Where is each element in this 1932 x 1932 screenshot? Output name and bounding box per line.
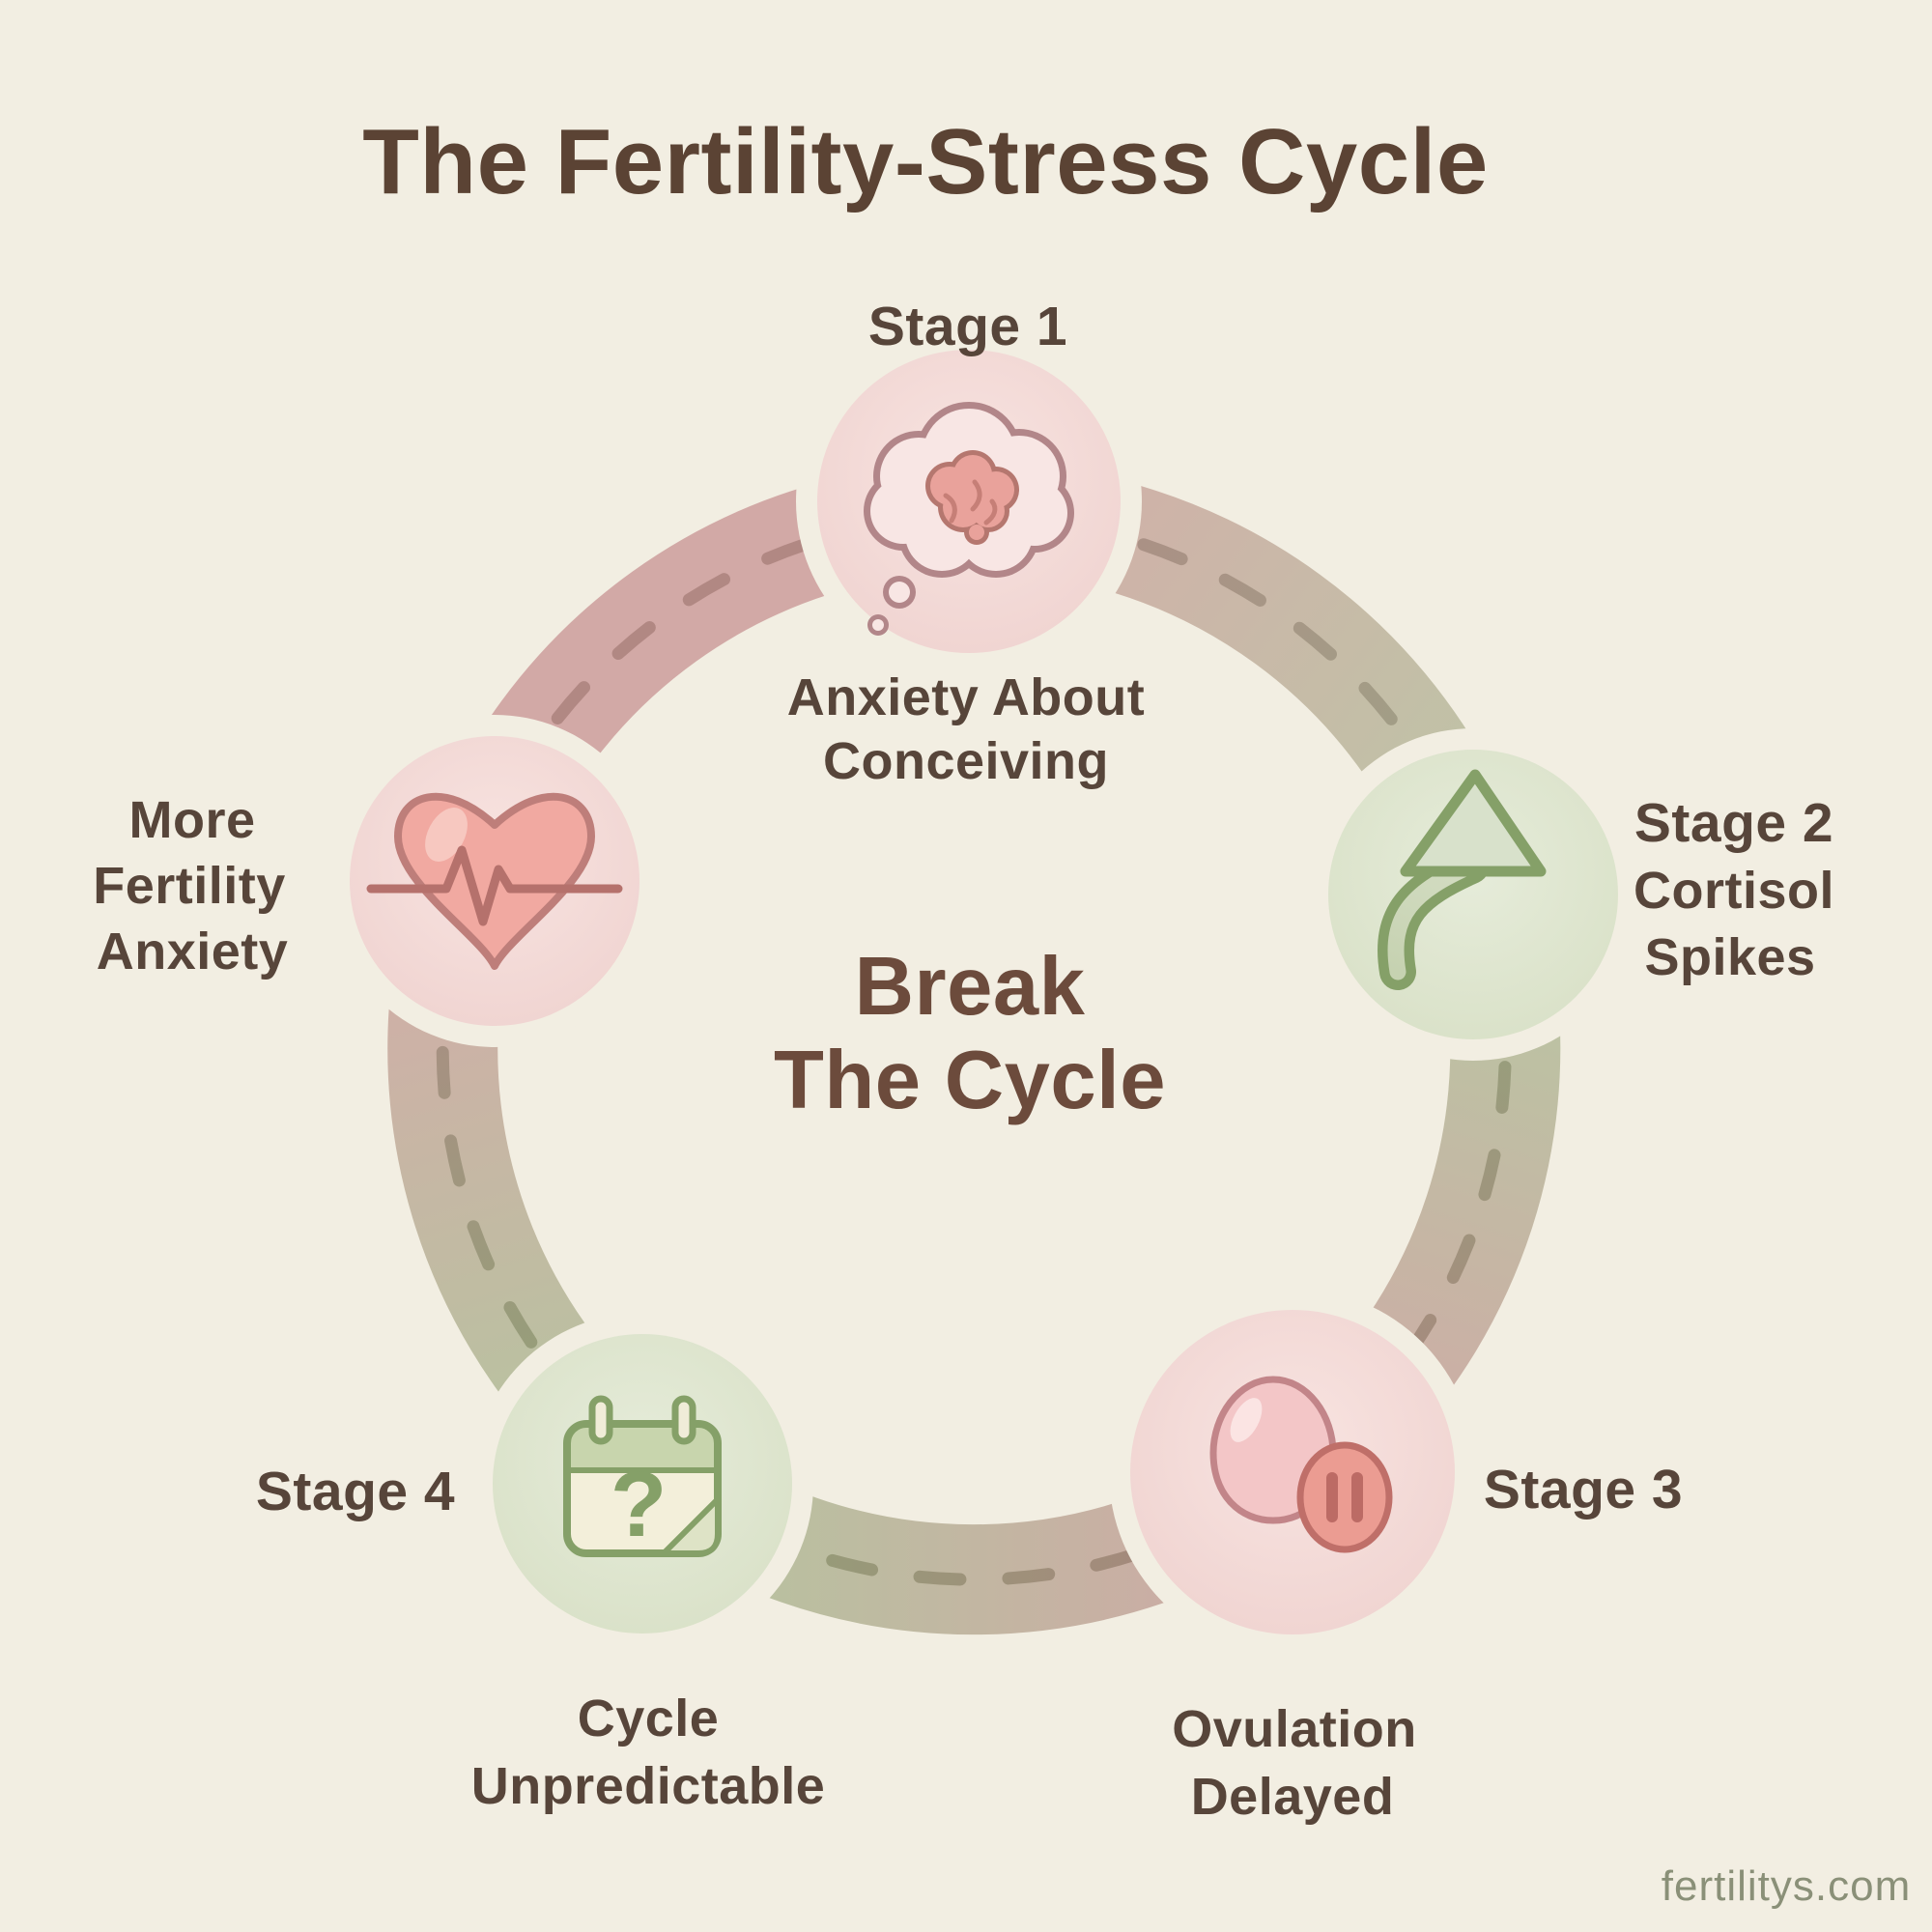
- stage4-label: Stage 4: [255, 1461, 456, 1522]
- stage3-caption-line2: Delayed: [1190, 1768, 1395, 1826]
- stage4-caption-line2: Unpredictable: [470, 1757, 826, 1815]
- pause-badge: [1296, 1441, 1393, 1553]
- ekg-line: [366, 845, 623, 926]
- brain-glyph: [925, 450, 1019, 545]
- folded-corner: [661, 1496, 721, 1556]
- stage4-node: ?: [471, 1313, 813, 1655]
- rising-arrow-icon: [1378, 769, 1547, 990]
- stage1-caption-line1: Anxiety About: [786, 668, 1146, 726]
- stage2-caption-line2: Spikes: [1644, 928, 1816, 986]
- stage1-node: [796, 328, 1142, 674]
- feedback-label-line3: Anxiety: [96, 923, 289, 980]
- feedback-label-line1: More: [128, 791, 256, 849]
- stage3-node: [1109, 1289, 1476, 1656]
- thought-bubble-brain-icon: [864, 402, 1074, 636]
- egg-pause-icon: [1209, 1376, 1393, 1553]
- calendar-question-icon: ?: [563, 1395, 722, 1557]
- stage1-caption-line2: Conceiving: [822, 732, 1110, 790]
- stage1-label: Stage 1: [867, 296, 1068, 357]
- stage2-node: [1307, 728, 1639, 1061]
- center-message-line1: Break: [854, 941, 1086, 1033]
- stage2-label: Stage 2: [1634, 792, 1834, 854]
- feedback-node: [328, 715, 661, 1047]
- stage3-label: Stage 3: [1483, 1459, 1684, 1520]
- page-title: The Fertility-Stress Cycle: [362, 110, 1489, 213]
- stage2-caption-line1: Cortisol: [1633, 862, 1835, 920]
- stage4-caption-line1: Cycle: [577, 1690, 720, 1747]
- heartbeat-heart-icon: [366, 792, 623, 970]
- center-message-line2: The Cycle: [773, 1035, 1167, 1126]
- watermark: fertilitys.com: [1661, 1862, 1912, 1910]
- stage3-caption-line1: Ovulation: [1172, 1700, 1417, 1758]
- question-mark-glyph: ?: [611, 1453, 668, 1556]
- feedback-label-line2: Fertility: [93, 857, 286, 915]
